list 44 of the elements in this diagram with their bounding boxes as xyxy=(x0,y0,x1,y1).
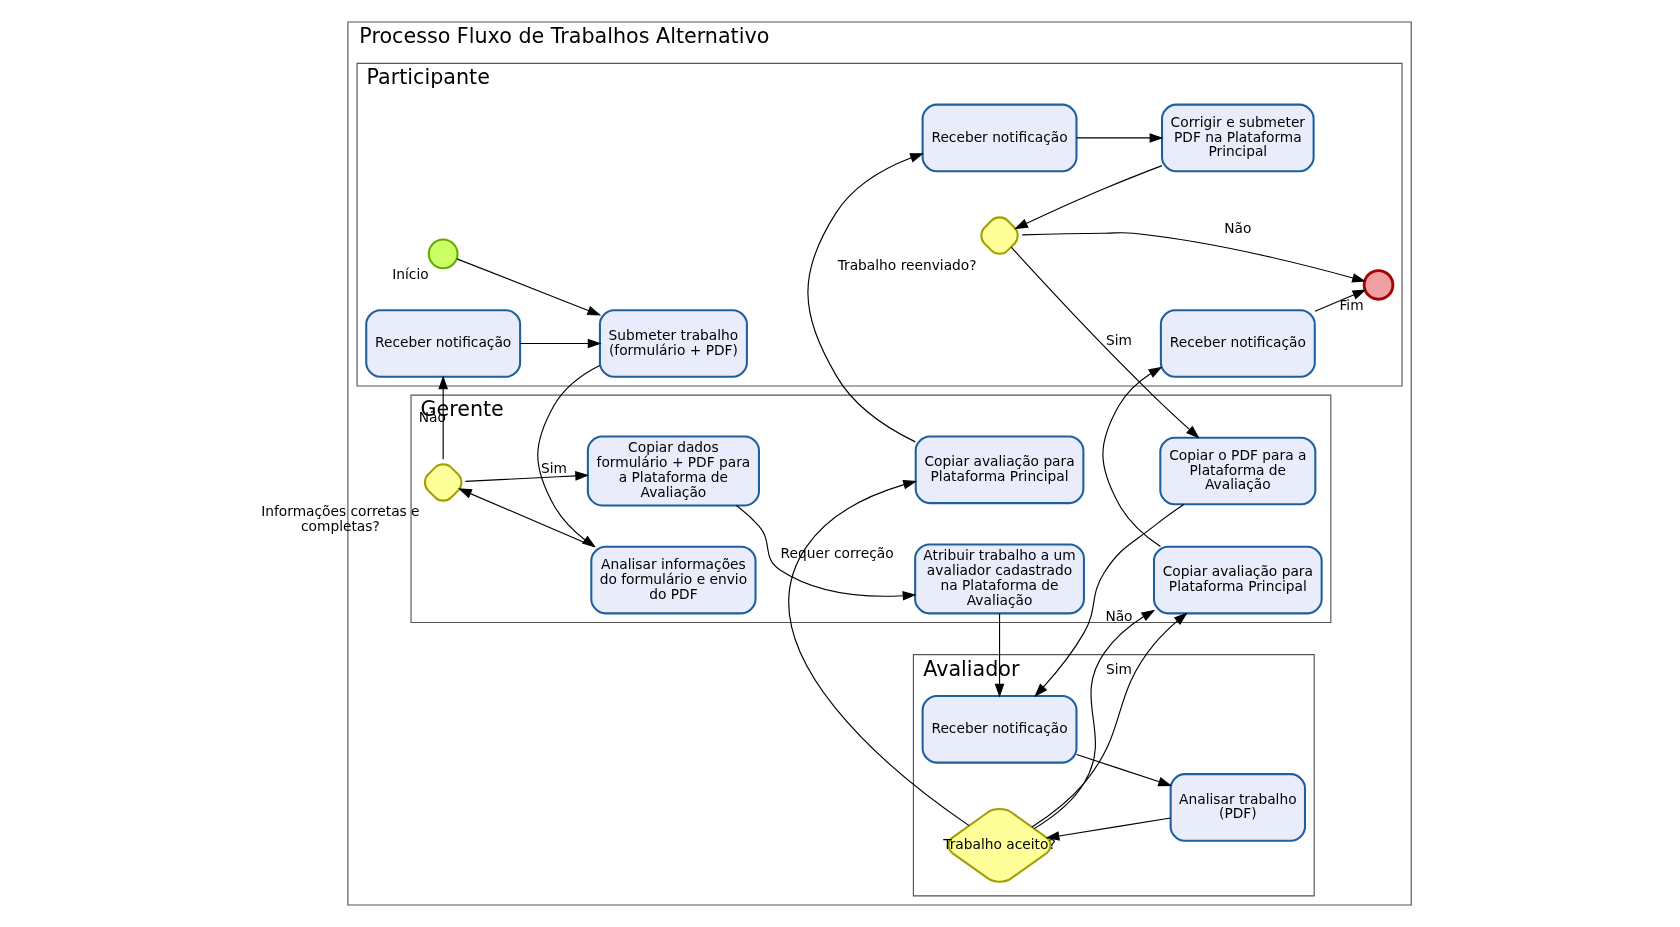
arrow xyxy=(1045,817,1171,841)
node-label: Fim xyxy=(1338,297,1364,314)
node-box: Receber notificação xyxy=(921,103,1077,173)
node-box: Receber notificação xyxy=(1159,309,1316,378)
node-circle xyxy=(1362,269,1394,301)
arrow xyxy=(994,613,1004,698)
arrow xyxy=(1030,612,1188,828)
arrow xyxy=(1033,609,1155,830)
node-circle xyxy=(427,238,459,270)
node-box: Receber notificação xyxy=(921,695,1077,764)
node-box: Copiar dados formulário + PDF para a Plataforma de Avaliação xyxy=(586,435,760,507)
arrow xyxy=(519,338,602,349)
node-box: Corrigir e submeter PDF na Plataforma Principal xyxy=(1160,103,1315,173)
arrow xyxy=(806,153,924,443)
arrow xyxy=(1075,133,1163,143)
arrow xyxy=(1101,366,1162,548)
edge-label: Sim xyxy=(1105,660,1132,677)
node-box: Analisar informações do formulário e envio do PDF xyxy=(589,545,757,615)
node-box: Receber notificação xyxy=(364,309,521,378)
node-label: Trabalho reenviado? xyxy=(837,256,977,273)
arrow xyxy=(455,258,601,316)
node-diamond xyxy=(979,216,1019,255)
node-diamond xyxy=(423,463,462,502)
arrow xyxy=(437,375,448,460)
arrow xyxy=(1075,753,1172,787)
node-box: Copiar avaliação para Plataforma Principal xyxy=(914,435,1084,505)
arrow xyxy=(1013,165,1163,230)
arrow xyxy=(1313,289,1366,312)
node-box: Atribuir trabalho a um avaliador cadastrado na Plataforma de Avaliação xyxy=(913,543,1085,615)
node-label: Início xyxy=(391,266,429,283)
arrow xyxy=(787,480,970,827)
arrow xyxy=(1010,246,1200,439)
arrow xyxy=(1033,503,1184,697)
arrow xyxy=(1021,232,1366,283)
node-box: Analisar trabalho (PDF) xyxy=(1169,773,1306,842)
edge-label: Sim xyxy=(1105,332,1132,349)
arrow xyxy=(735,504,916,601)
edge-label: Não xyxy=(1223,219,1251,236)
node-box: Copiar o PDF para a Plataforma de Avaliação xyxy=(1158,436,1316,506)
edge-label: Não xyxy=(1104,607,1133,624)
edge-label: Sim xyxy=(540,459,567,476)
node-box: Copiar avaliação para Plataforma Principal xyxy=(1152,545,1323,615)
arrow xyxy=(464,471,589,482)
node-box: Submeter trabalho (formulário + PDF) xyxy=(598,309,748,378)
